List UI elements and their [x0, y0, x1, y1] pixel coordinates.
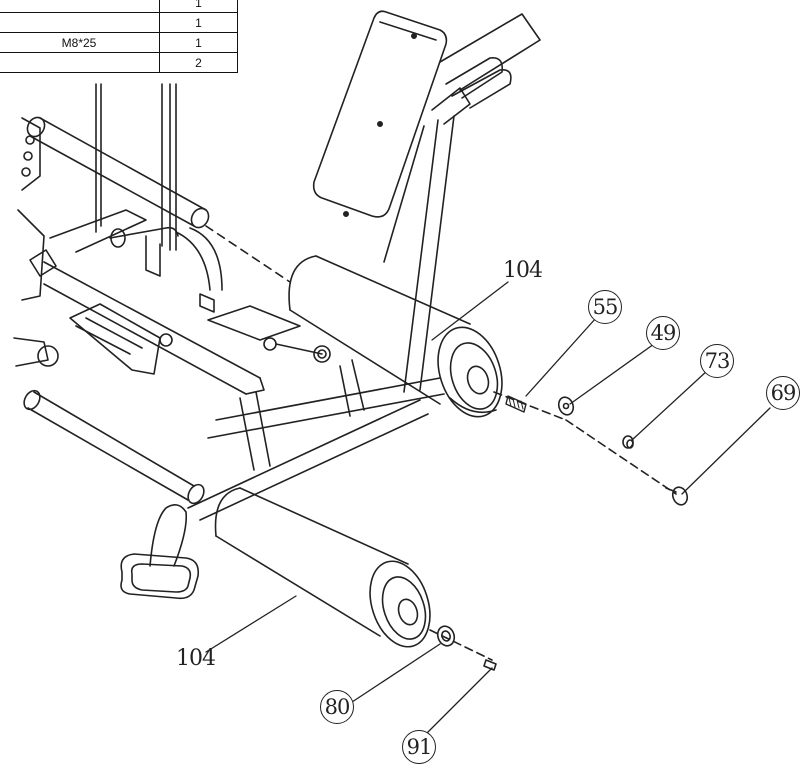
spec-cell: M8*25: [0, 32, 160, 53]
machine-body: [13, 117, 59, 367]
callout-bolt: 55: [588, 290, 622, 324]
qty-cell: 1: [159, 32, 238, 53]
callout-nut: 73: [700, 344, 734, 378]
spec-cell: [0, 52, 160, 73]
handle-frame: [431, 13, 541, 125]
callout-lower-washer: 80: [320, 690, 354, 724]
callout-upper-roller-pad: 104: [503, 258, 543, 283]
qty-cell: 1: [159, 0, 238, 13]
leader-lines: [205, 281, 771, 739]
table-row: 1: [0, 0, 238, 13]
table-row: M8*25 1: [0, 32, 238, 53]
seat-carriage: [43, 209, 331, 395]
parts-table: 1 1 M8*25 1 2: [0, 0, 238, 73]
upper-roller-pad: [288, 255, 503, 418]
qty-cell: 1: [159, 12, 238, 33]
table-row: 2: [0, 52, 238, 73]
callout-washer: 49: [646, 316, 680, 350]
support-column: [383, 115, 455, 393]
upper-hardware: [493, 391, 689, 506]
callout-lower-roller-pad: 104: [176, 646, 216, 671]
qty-cell: 2: [159, 52, 238, 73]
spec-cell: [0, 0, 160, 13]
foot-plate: [120, 504, 200, 600]
back-pad: [312, 10, 448, 218]
lower-rails: [23, 359, 445, 521]
table-row: 1: [0, 12, 238, 33]
callout-screw: 91: [402, 730, 436, 764]
upright-frame: [95, 83, 177, 251]
lower-hardware: [429, 625, 497, 671]
lower-roller-pad: [214, 487, 431, 648]
callout-end-cap: 69: [766, 376, 800, 410]
upper-crossbar: [26, 116, 291, 283]
spec-cell: [0, 12, 160, 33]
